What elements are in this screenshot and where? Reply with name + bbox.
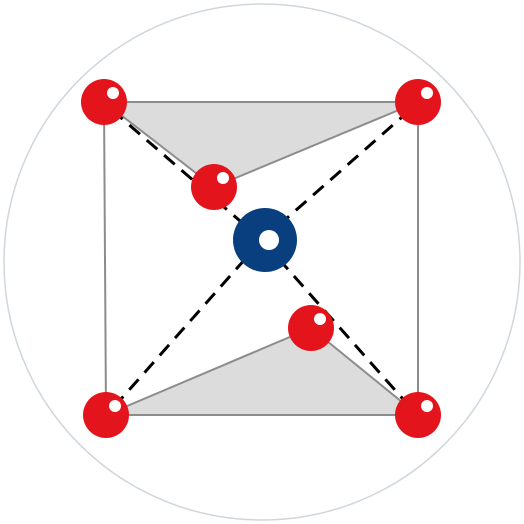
dashed-line-bottom-right: [260, 239, 412, 408]
dashed-line-top-left: [111, 108, 263, 242]
central-atom: [233, 208, 297, 272]
lower-shaded-face: [106, 328, 418, 415]
outer-atom-lower-middle: [288, 305, 334, 351]
outer-atom-top-right: [395, 79, 441, 125]
bond-upper-right: [213, 101, 419, 188]
outer-atom-bottom-left: [83, 392, 129, 438]
bond-upper-left: [103, 101, 215, 188]
cube-edge-left: [103, 101, 107, 416]
upper-shaded-face: [104, 102, 418, 187]
outer-atom-top-left: [81, 79, 127, 125]
dashed-line-bottom-left: [112, 239, 264, 408]
bond-lower-left: [105, 327, 312, 416]
outer-atom-upper-middle: [191, 164, 237, 210]
outer-atom-bottom-right: [395, 392, 441, 438]
